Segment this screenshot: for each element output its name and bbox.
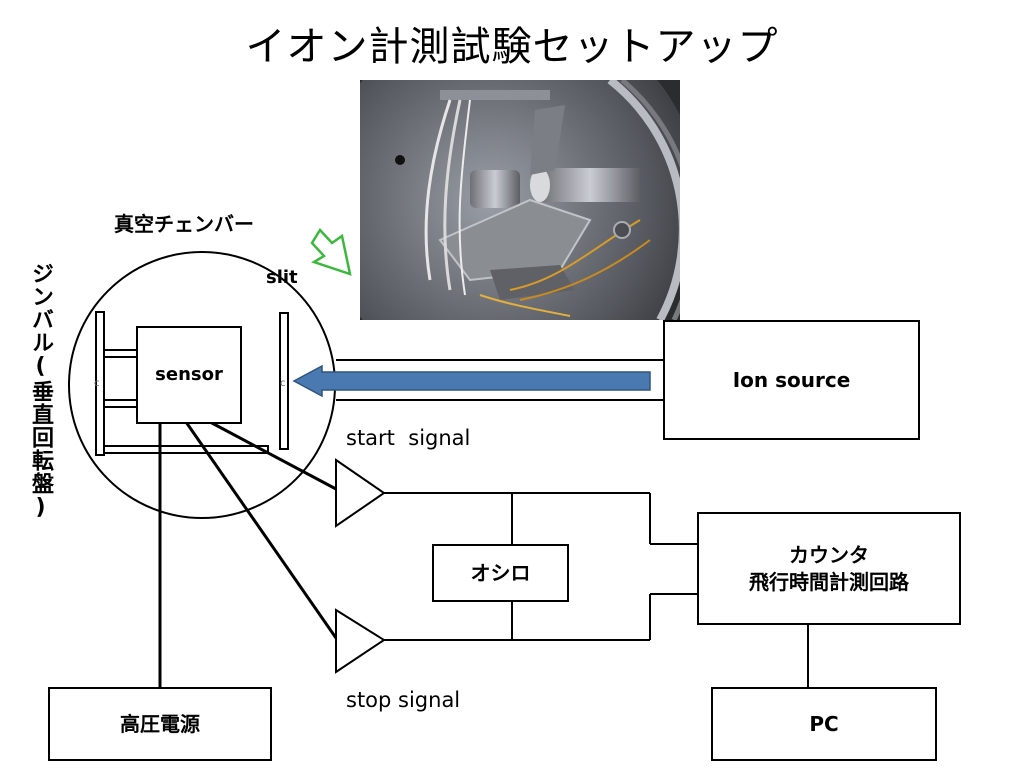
gimbal-bar-top xyxy=(103,349,139,358)
counter-label-line1: カウンタ xyxy=(789,542,869,567)
hv-power-label: 高圧電源 xyxy=(120,711,200,736)
gimbal-left-post xyxy=(95,311,105,456)
sensor-to-stop-amp xyxy=(184,421,338,639)
counter-box: カウンタ 飛行時間計測回路 xyxy=(697,512,961,625)
gimbal-bar-bottom xyxy=(103,399,139,408)
slit-label: slit xyxy=(266,267,298,288)
chamber-photo xyxy=(360,80,680,320)
oscilloscope-box: オシロ xyxy=(432,544,569,602)
sensor-label: sensor xyxy=(155,363,223,385)
ion-source-box: Ion source xyxy=(663,320,920,440)
start-amplifier xyxy=(335,458,386,528)
gimbal-label: ジンバル(垂直回転盤) xyxy=(28,262,53,521)
slit-pivot-mark: c xyxy=(280,378,286,389)
start-signal-label: start signal xyxy=(346,426,471,450)
vacuum-chamber-label: 真空チェンバー xyxy=(114,212,254,236)
stop-amplifier xyxy=(335,608,386,674)
gimbal-pivot-mark: c xyxy=(94,378,100,389)
ion-source-label: Ion source xyxy=(732,367,851,392)
slide-title: イオン計測試験セットアップ xyxy=(245,24,779,70)
pc-label: PC xyxy=(809,711,839,736)
chamber-photo-drawing xyxy=(360,80,680,320)
ion-beam-arrow xyxy=(292,364,651,398)
counter-label-line2: 飛行時間計測回路 xyxy=(749,569,909,594)
oscilloscope-label: オシロ xyxy=(470,560,531,585)
stop-signal-label: stop signal xyxy=(346,688,461,712)
photo-pointer-arrow xyxy=(310,227,352,276)
sensor-box: sensor xyxy=(136,326,242,424)
slit-plate xyxy=(279,312,289,450)
pc-box: PC xyxy=(711,687,937,761)
hv-power-box: 高圧電源 xyxy=(48,687,272,761)
sensor-to-start-amp xyxy=(209,420,337,491)
gimbal-base xyxy=(103,445,269,454)
